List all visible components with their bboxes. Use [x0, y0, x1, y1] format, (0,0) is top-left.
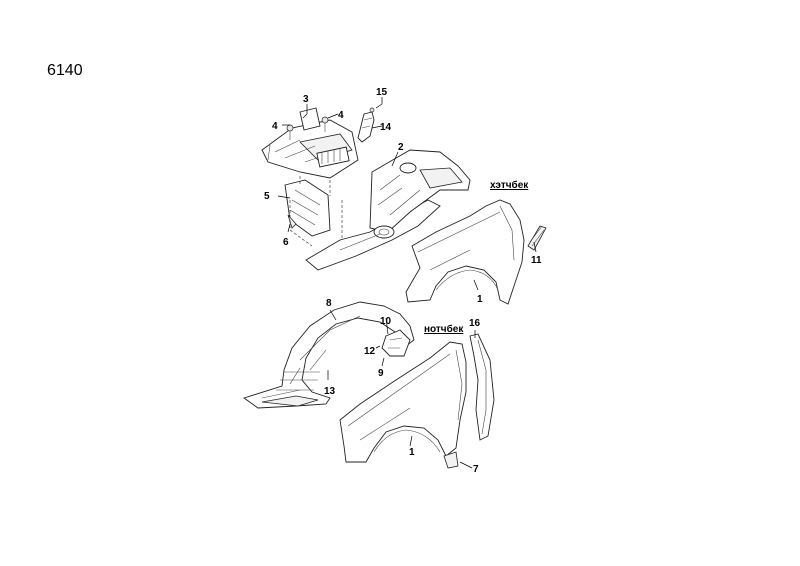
leader-lines: [277, 97, 537, 469]
bracket-part-14: [357, 107, 375, 143]
variant-label-hatchback: хэтчбек: [490, 179, 529, 191]
splash-guard: [381, 329, 411, 357]
callout-label: 9: [378, 368, 384, 379]
callout-label: 4: [338, 110, 344, 121]
callout-label: 8: [326, 298, 332, 309]
callout-label: 11: [531, 255, 542, 266]
callout-label: 6: [283, 237, 289, 248]
variant-label-notchback: нотчбек: [424, 323, 464, 335]
callout-label: 5: [264, 191, 270, 202]
hatchback-fender: [405, 199, 525, 305]
front-frame-assembly: [261, 107, 471, 271]
callout-label: 2: [398, 142, 404, 153]
fender-badge: [527, 225, 547, 251]
callout-label: 13: [324, 386, 336, 397]
callout-label: 4: [272, 121, 278, 132]
callout-label: 1: [477, 294, 483, 305]
diagram-number: 6140: [47, 62, 83, 79]
callout-label: 10: [380, 316, 392, 327]
callout-label: 15: [376, 87, 388, 98]
callout-label: 1: [409, 447, 415, 458]
callout-label: 7: [473, 464, 479, 475]
callout-label: 12: [364, 346, 376, 357]
fender-seal: [469, 333, 495, 441]
callout-label: 16: [469, 318, 481, 329]
callout-label: 14: [380, 122, 392, 133]
notchback-fender: [339, 341, 467, 469]
callout-label: 3: [303, 94, 309, 105]
